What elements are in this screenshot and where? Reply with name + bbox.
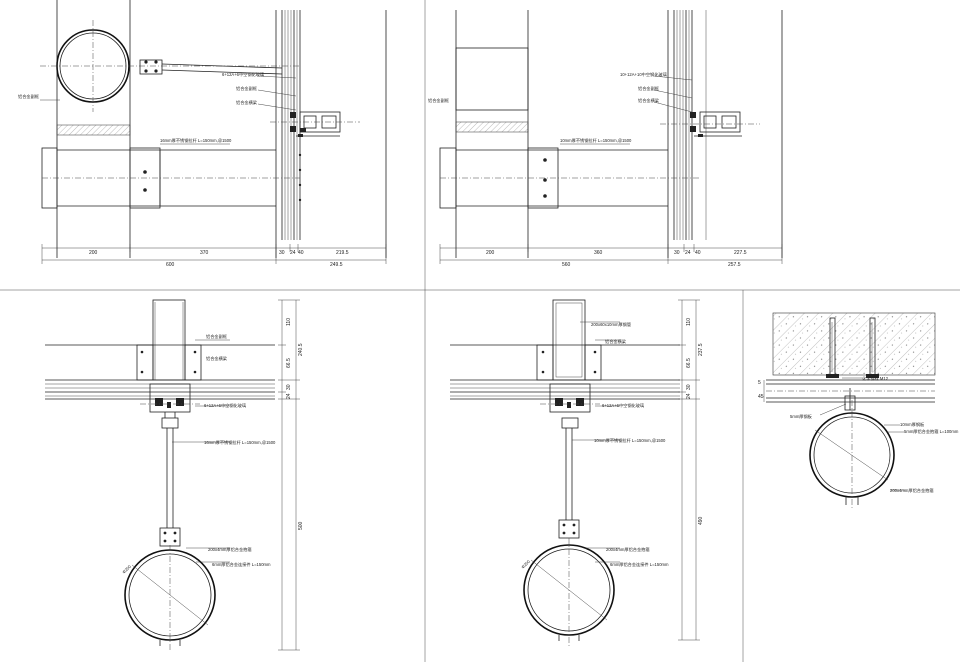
p4-label-bolt: 6mm厚铝合金连接件 L=150mm xyxy=(610,561,669,568)
p4-label-rod: 10mm厚不锈钢拉杆 L=150mm,@1500 xyxy=(594,437,666,444)
panel-1-plan-detail: 6+12A+6中空钢化玻璃 铝合金副框 铝合金横梁 16mm厚不锈钢拉杆 L=1… xyxy=(18,0,387,268)
p3-label-glass: 6+12A+6中空钢化玻璃 xyxy=(204,402,246,409)
p2-dim-1: 200 xyxy=(486,250,495,256)
p4-label-glass: 6+12A+6中空钢化玻璃 xyxy=(602,402,644,409)
p1-label-glass: 6+12A+6中空钢化玻璃 xyxy=(222,71,264,78)
panel-4-section-detail: 200x60x10mm厚钢管 铝合金横梁 6+12A+6中空钢化玻璃 10mm厚… xyxy=(450,299,704,648)
p2-dim-3: 30 xyxy=(674,250,680,256)
panel-5-ceiling-detail: 化学锚栓 M12 5mm厚钢板 10mm厚钢板 5mm厚铝合金抱箍 L=100m… xyxy=(758,312,959,510)
p5-label-e: 200x4mm厚铝合金抱箍 xyxy=(890,487,934,494)
p2-label-glass: 10+12A+10中空钢化玻璃 xyxy=(620,71,667,78)
p5-dim-1: 5 xyxy=(758,380,761,386)
panel-2-plan-detail: 10+12A+10中空钢化玻璃 铝合金副框 铝合金横梁 10mm厚不锈钢拉杆 L… xyxy=(428,10,783,268)
p2-label-left-profile: 铝合金副框 xyxy=(428,97,450,104)
p4-dim-3: 237.5 xyxy=(698,343,704,356)
p1-dim-8: 249.5 xyxy=(330,262,343,268)
p1-label-rod: 16mm厚不锈钢拉杆 L=150mm,@1500 xyxy=(160,137,232,144)
p3-dim-1: 110 xyxy=(286,318,292,326)
p3-dim-2: 66.5 xyxy=(286,358,292,368)
p3-label-bolt: 6mm厚铝合金连接件 L=150mm xyxy=(212,561,271,568)
p3-label-diameter: Φ200 xyxy=(121,563,132,574)
p2-dim-4: 24 xyxy=(685,250,691,256)
p3-label-rod: 16mm厚不锈钢拉杆 L=150mm,@1500 xyxy=(204,439,276,446)
p5-dim-2: 45 xyxy=(758,394,764,400)
p3-vertical-tube xyxy=(152,299,186,381)
p2-label-rod: 10mm厚不锈钢拉杆 L=150mm,@1500 xyxy=(560,137,632,144)
p1-dim-6: 219.5 xyxy=(336,250,349,256)
p1-dim-5: 40 xyxy=(298,250,304,256)
p5-concrete-slab xyxy=(772,312,936,376)
p4-dim-6: 490 xyxy=(698,516,704,525)
p3-label-aluminum: 铝合金横梁 xyxy=(206,355,228,362)
p2-label-aluminum-a: 铝合金副框 xyxy=(638,85,660,92)
p2-label-aluminum-b: 铝合金横梁 xyxy=(638,97,660,104)
p3-label-profile: 铝合金副框 xyxy=(206,333,228,340)
p3-dim-3: 240.5 xyxy=(298,343,304,356)
p1-dim-4: 24 xyxy=(290,250,296,256)
p5-label-b: 5mm厚钢板 xyxy=(790,413,813,420)
p1-dim-1: 200 xyxy=(89,250,98,256)
p1-label-left-profile: 铝合金副框 xyxy=(18,93,40,100)
p2-dim-8: 257.5 xyxy=(728,262,741,268)
p4-dim-2: 66.5 xyxy=(686,358,692,368)
p1-label-aluminum-a: 铝合金副框 xyxy=(236,85,258,92)
p3-dim-6: 500 xyxy=(298,521,304,530)
p4-label-tube: 200x60x10mm厚钢管 xyxy=(591,321,631,328)
p3-label-clamp: 200x4mm厚铝合金抱箍 xyxy=(208,546,252,553)
p1-dim-3: 30 xyxy=(279,250,285,256)
p1-dim-7: 600 xyxy=(166,262,175,268)
p1-dim-2: 370 xyxy=(200,250,209,256)
clamp-block xyxy=(139,59,163,75)
p4-label-clamp: 200x4mm厚铝合金抱箍 xyxy=(606,546,650,553)
p2-dim-7: 560 xyxy=(562,262,571,268)
p2-dim-2: 360 xyxy=(594,250,603,256)
p5-label-d: 5mm厚铝合金抱箍 L=100mm xyxy=(904,428,959,435)
p4-dim-1: 110 xyxy=(686,318,692,326)
p1-label-aluminum-b: 铝合金横梁 xyxy=(236,99,258,106)
p3-dim-5: 24 xyxy=(286,393,292,399)
p5-label-a: 化学锚栓 M12 xyxy=(862,375,889,382)
p3-dim-4: 30 xyxy=(286,384,292,390)
p5-label-c: 10mm厚钢板 xyxy=(900,421,925,428)
p2-dim-6: 227.5 xyxy=(734,250,747,256)
p4-dim-4: 30 xyxy=(686,384,692,390)
p4-label-aluminum: 铝合金横梁 xyxy=(605,338,627,345)
panel-3-section-detail: 铝合金副框 铝合金横梁 6+12A+6中空钢化玻璃 16mm厚不锈钢拉杆 L=1… xyxy=(45,299,304,651)
p4-dim-5: 24 xyxy=(686,393,692,399)
p4-label-diameter: Φ200 xyxy=(520,558,531,569)
p2-dim-5: 40 xyxy=(695,250,701,256)
